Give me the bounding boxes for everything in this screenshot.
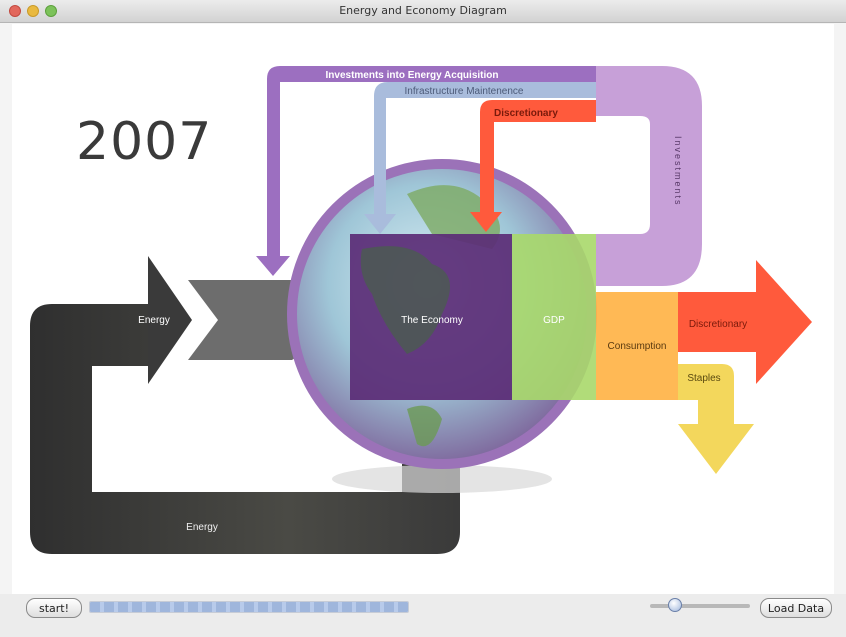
gdp-box <box>512 234 596 400</box>
label-energy-in: Energy <box>138 315 170 326</box>
progress-fill <box>90 602 408 612</box>
label-energy-loop: Energy <box>186 522 218 533</box>
slider-thumb[interactable] <box>668 598 682 612</box>
label-discretionary-right: Discretionary <box>689 319 747 330</box>
discretionary-right-arrow <box>678 260 812 384</box>
close-window-button[interactable] <box>9 5 21 17</box>
load-data-button[interactable]: Load Data <box>760 598 832 618</box>
label-gdp: GDP <box>543 315 565 326</box>
title-bar: Energy and Economy Diagram <box>0 0 846 23</box>
energy-economy-diagram: Investments into Energy Acquisition Infr… <box>30 66 812 554</box>
energy-loop <box>30 256 460 554</box>
staples-arrow <box>678 364 754 474</box>
diagram-canvas: Investments into Energy Acquisition Infr… <box>12 24 834 594</box>
discretionary-top-arrow <box>470 100 596 232</box>
investments-loop <box>596 66 702 286</box>
label-consumption: Consumption <box>608 341 667 352</box>
label-discretionary-top: Discretionary <box>494 108 558 119</box>
label-staples: Staples <box>687 373 720 384</box>
consumption-box <box>596 292 678 400</box>
infrastructure-arrow <box>364 82 596 234</box>
label-economy: The Economy <box>401 315 463 326</box>
progress-bar <box>89 601 409 613</box>
window-title: Energy and Economy Diagram <box>339 4 507 17</box>
year-label: 2007 <box>76 112 213 172</box>
label-infrastructure: Infrastructure Maintenence <box>405 86 524 97</box>
zoom-window-button[interactable] <box>45 5 57 17</box>
start-button[interactable]: start! <box>26 598 82 618</box>
minimize-window-button[interactable] <box>27 5 39 17</box>
label-investments-energy: Investments into Energy Acquisition <box>326 70 499 81</box>
label-investments-vertical: Investments <box>673 136 683 207</box>
slider-track[interactable] <box>650 604 750 608</box>
